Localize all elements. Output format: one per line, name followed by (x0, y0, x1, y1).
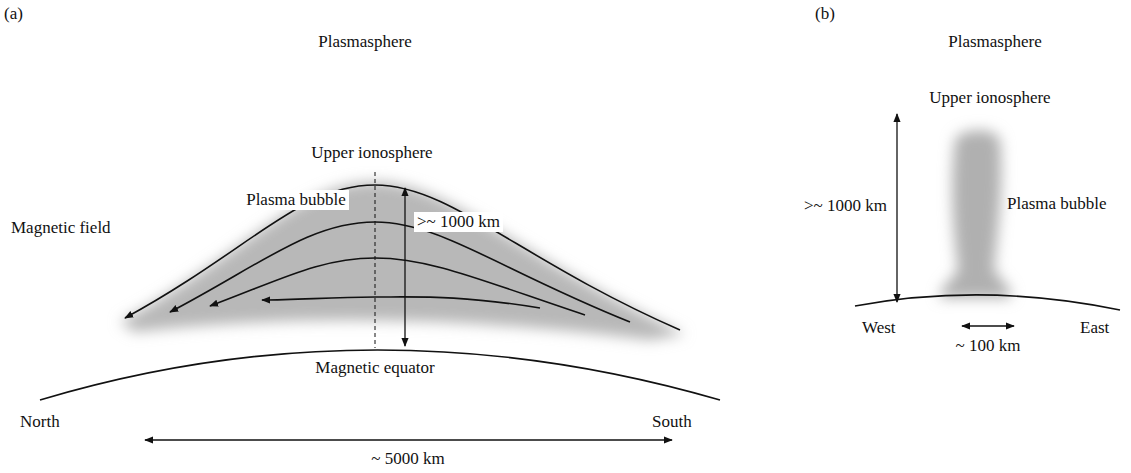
panel-label: (b) (815, 4, 835, 24)
width-arrow (962, 325, 1014, 326)
direction-label: North (20, 412, 60, 432)
height-arrow (404, 188, 405, 346)
dimension-label: >~ 1000 km (801, 196, 890, 216)
earth-surface (855, 295, 1120, 310)
equator-label: Magnetic equator (315, 358, 434, 378)
dimension-label: ~ 100 km (956, 336, 1021, 356)
region-label: Plasma bubble (243, 190, 349, 210)
panel-label: (a) (4, 4, 23, 24)
height-arrow (896, 114, 897, 302)
region-label: Plasmasphere (318, 32, 411, 52)
plasma-bubble-region (120, 182, 685, 340)
equator-dashed-line (375, 172, 376, 348)
direction-label: West (862, 318, 896, 338)
magnetic-field-lines (125, 185, 680, 330)
dimension-label: ~ 5000 km (371, 449, 444, 469)
plasma-bubble-column (940, 130, 1012, 298)
earth-surface (40, 350, 720, 400)
direction-label: East (1080, 318, 1109, 338)
region-label: Plasmasphere (948, 32, 1041, 52)
region-label: Upper ionosphere (311, 143, 432, 163)
field-label: Magnetic field (8, 218, 114, 238)
direction-label: South (652, 412, 692, 432)
region-label: Plasma bubble (1007, 194, 1107, 214)
region-label: Upper ionosphere (929, 88, 1050, 108)
dimension-label: >~ 1000 km (414, 212, 503, 232)
width-arrow (145, 439, 672, 440)
